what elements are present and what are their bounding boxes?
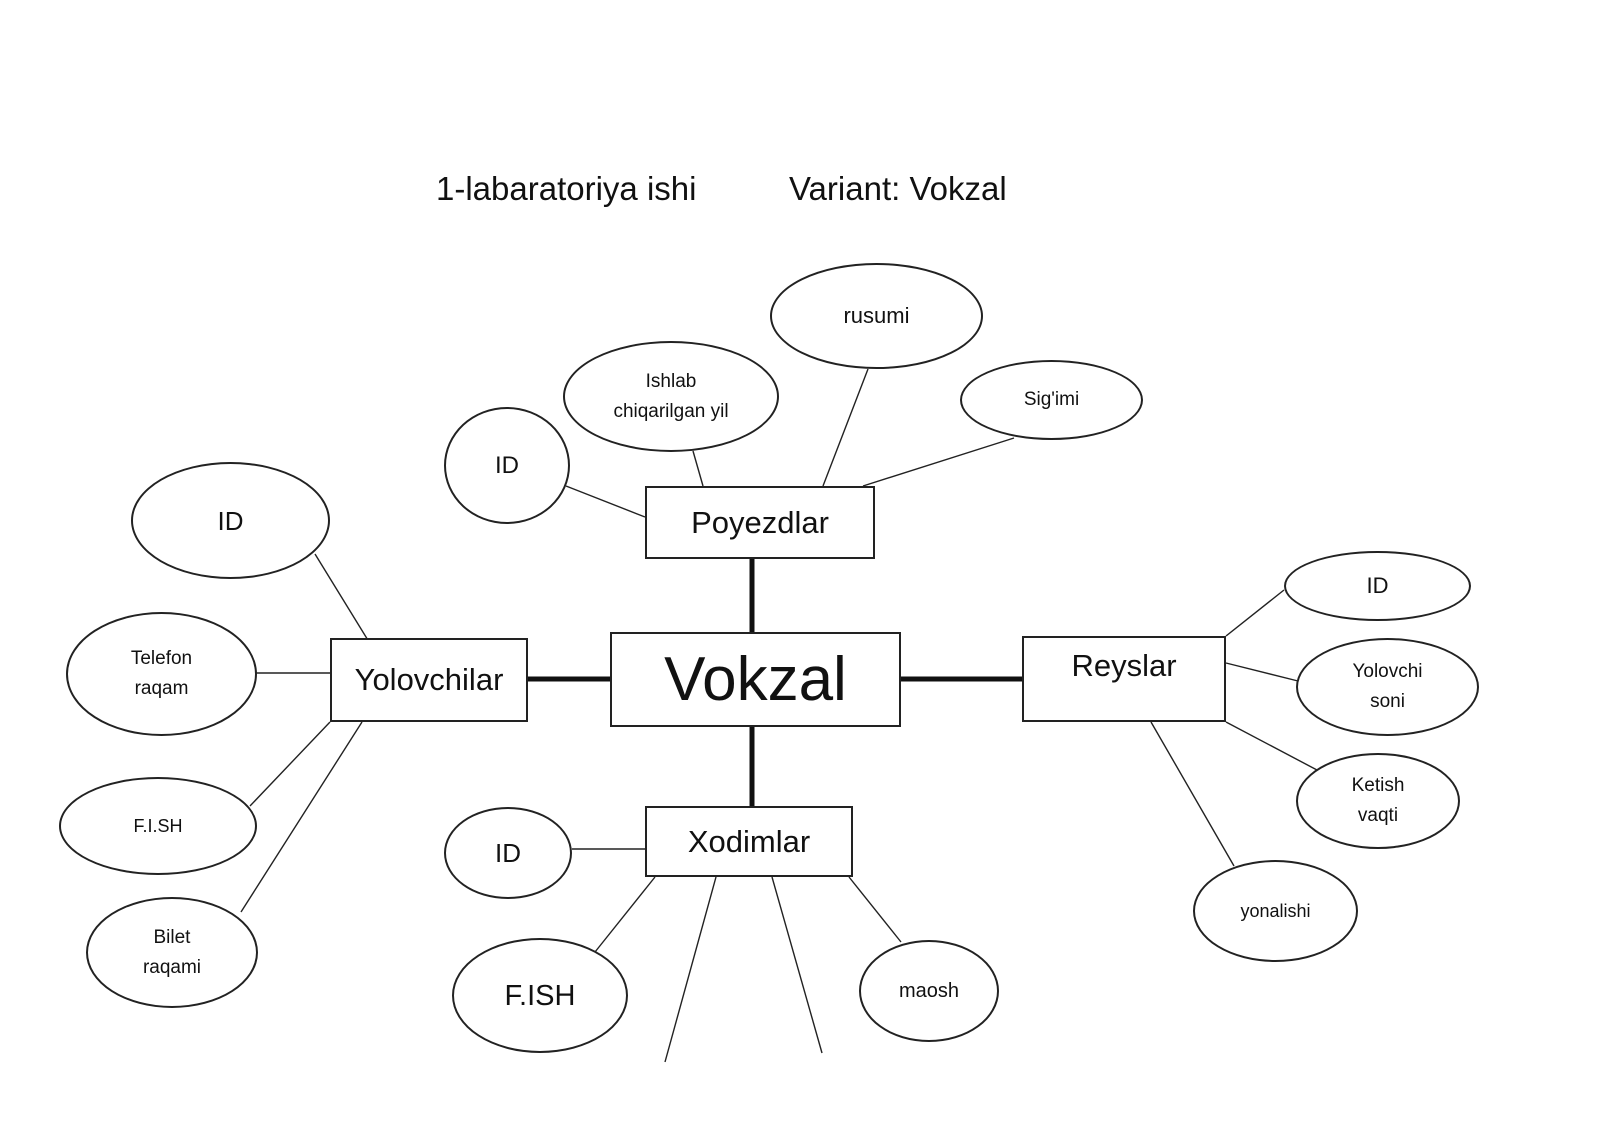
link-yolovchilar-name	[249, 721, 331, 807]
attr-yolovchilar-id: ID	[131, 462, 330, 579]
attr-poyezdlar-id: ID	[444, 407, 570, 524]
attr-poyezdlar-year-line1: Ishlab	[645, 370, 697, 392]
attr-reyslar-departure-line1: Ketish	[1351, 775, 1405, 796]
link-yolovchilar-id	[314, 553, 375, 651]
attr-reyslar-direction: yonalishi	[1193, 860, 1358, 962]
attr-reyslar-departure-line2: vaqti	[1357, 805, 1399, 826]
attr-yolovchilar-phone-line1: Telefon	[130, 648, 193, 669]
title-variant: Variant: Vokzal	[789, 170, 1007, 207]
attr-poyezdlar-year: Ishlab chiqarilgan yil	[563, 341, 779, 452]
attr-yolovchilar-ticket-line1: Bilet	[153, 926, 191, 948]
link-poyezdlar-capacity	[862, 437, 1015, 487]
attr-poyezdlar-capacity: Sig'imi	[960, 360, 1143, 440]
entity-vokzal: Vokzal	[610, 632, 901, 727]
link-xodimlar-right-stub	[771, 876, 823, 1054]
link-reyslar-id	[1225, 589, 1285, 637]
attr-yolovchilar-phone-line2: raqam	[134, 678, 189, 699]
attr-xodimlar-name: F.ISH	[452, 938, 628, 1053]
attr-yolovchilar-phone: Telefon raqam	[66, 612, 257, 736]
attr-reyslar-departure: Ketish vaqti	[1296, 753, 1460, 849]
entity-reyslar: Reyslar	[1022, 636, 1226, 722]
attr-reyslar-id: ID	[1284, 551, 1471, 621]
attr-yolovchilar-name: F.I.SH	[59, 777, 257, 875]
link-xodimlar-salary	[848, 876, 902, 943]
attr-yolovchilar-ticket: Bilet raqami	[86, 897, 258, 1008]
entity-xodimlar: Xodimlar	[645, 806, 853, 877]
attr-xodimlar-id: ID	[444, 807, 572, 899]
entity-poyezdlar: Poyezdlar	[645, 486, 875, 559]
attr-reyslar-passengers-line1: Yolovchi	[1352, 661, 1423, 682]
link-poyezdlar-model	[822, 368, 869, 487]
title-lab-work: 1-labaratoriya ishi	[436, 170, 697, 207]
attr-xodimlar-salary: maosh	[859, 940, 999, 1042]
entity-yolovchilar: Yolovchilar	[330, 638, 528, 722]
attr-poyezdlar-model: rusumi	[770, 263, 983, 369]
attr-yolovchilar-ticket-line2: raqami	[142, 956, 202, 978]
link-poyezdlar-id	[565, 485, 646, 518]
link-reyslar-departure	[1225, 721, 1318, 771]
link-poyezdlar-year	[692, 450, 704, 487]
link-xodimlar-left-stub	[664, 876, 717, 1063]
link-xodimlar-name	[594, 876, 656, 953]
link-reyslar-passengers	[1225, 662, 1299, 682]
link-reyslar-direction	[1150, 721, 1235, 867]
attr-reyslar-passengers: Yolovchi soni	[1296, 638, 1479, 736]
attr-poyezdlar-year-line2: chiqarilgan yil	[613, 400, 729, 422]
attr-reyslar-passengers-line2: soni	[1370, 691, 1405, 712]
link-yolovchilar-ticket	[240, 721, 363, 913]
